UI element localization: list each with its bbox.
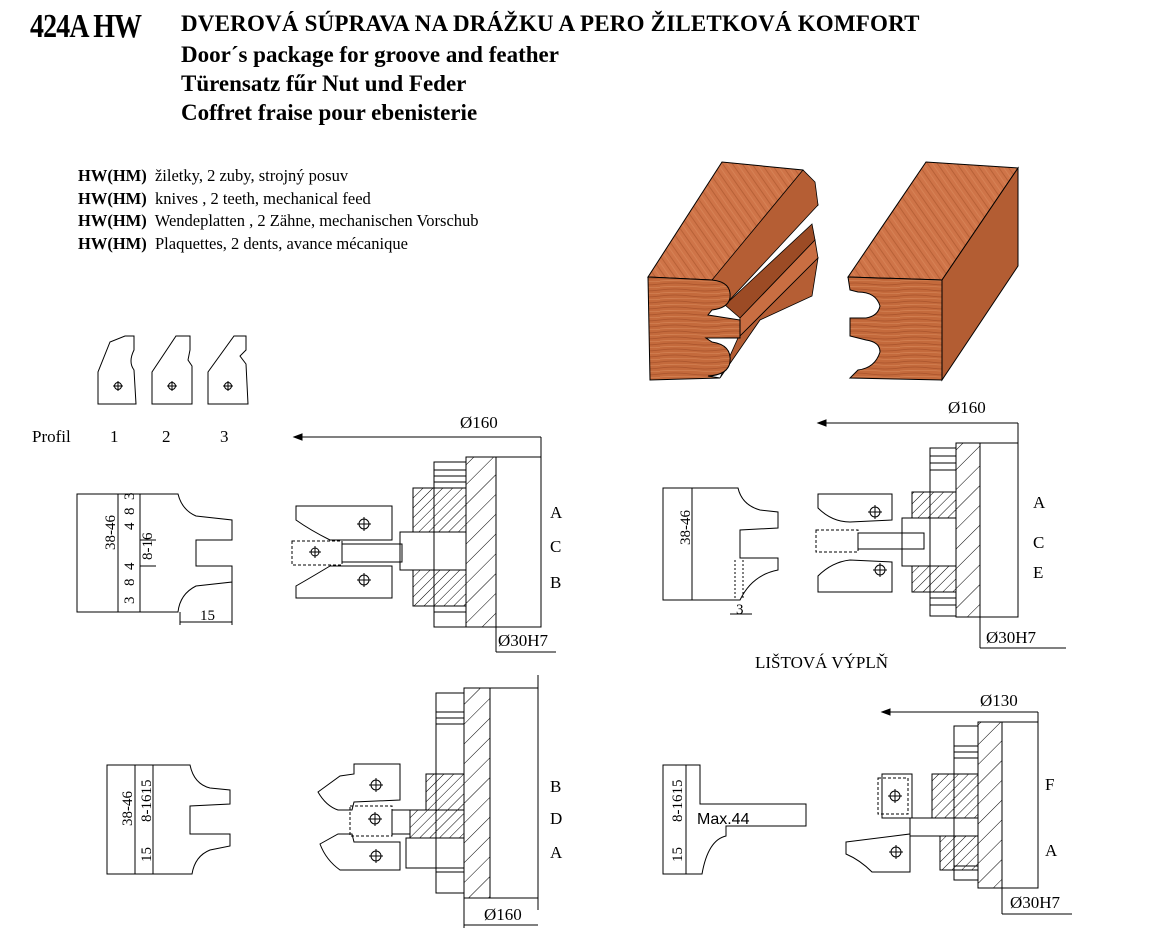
profile-label: Profil	[32, 427, 71, 446]
description-line-sk: HW(HM) žiletky, 2 zuby, strojný posuv	[78, 166, 349, 185]
d1-dim-4: 8-16	[140, 532, 156, 560]
d2-letter-a: A	[1033, 493, 1046, 512]
wood-block-feather	[847, 161, 1019, 382]
d1-dim-height: 38-46	[103, 515, 119, 550]
d1-dim-width: 15	[200, 608, 215, 624]
d4-dim-1: 8-1615	[670, 780, 686, 823]
diagram-2	[662, 419, 1066, 649]
d1-dim-6: 4	[122, 562, 138, 570]
description-line-fr: HW(HM) Plaquettes, 2 dents, avance mécan…	[78, 233, 408, 253]
d1-diameter-label: Ø160	[460, 413, 498, 432]
d3-dim-1: 8-1615	[139, 780, 155, 823]
product-code: 424A HW	[30, 8, 142, 45]
d1-letter-b: B	[550, 573, 561, 592]
d2-dim-bottom: 3	[736, 602, 744, 618]
d2-letter-c: C	[1033, 533, 1044, 552]
d1-dim-1: 4	[122, 522, 138, 530]
d2-bore-label: Ø30H7	[986, 628, 1037, 647]
description-line-de: HW(HM) Wendeplatten , 2 Zähne, mechanisc…	[78, 211, 479, 230]
profile-1-icon	[97, 335, 137, 405]
description-line-en: HW(HM) knives , 2 teeth, mechanical feed	[78, 188, 371, 208]
d4-letter-f: F	[1045, 775, 1054, 794]
d4-dim-2: 15	[670, 847, 686, 862]
d4-bore-label: Ø30H7	[1010, 893, 1061, 912]
diagram-4	[662, 708, 1072, 915]
title-french: Coffret fraise pour ebenisterie	[181, 100, 478, 125]
profile-number-1: 1	[110, 427, 119, 446]
description-block: HW(HM) žiletky, 2 zuby, strojný posuv HW…	[78, 165, 498, 255]
d2-letter-e: E	[1033, 563, 1043, 582]
d3-letter-a: A	[550, 843, 563, 862]
d3-letter-d: D	[550, 809, 562, 828]
d2-dim-height: 38-46	[678, 510, 694, 545]
d1-letter-a: A	[550, 503, 563, 522]
d1-dim-3: 3	[122, 493, 138, 501]
profile-number-3: 3	[220, 427, 229, 446]
diagram-3	[106, 675, 539, 928]
d2-caption: LIŠTOVÁ VÝPLŇ	[755, 653, 888, 672]
d1-dim-7: 3	[122, 597, 138, 605]
title-slovak: DVEROVÁ SÚPRAVA NA DRÁŽKU A PERO ŽILETKO…	[181, 11, 920, 36]
d2-diameter-label: Ø160	[948, 398, 986, 417]
profile-number-2: 2	[162, 427, 171, 446]
d1-bore-label: Ø30H7	[498, 631, 549, 650]
d3-dim-height: 38-46	[120, 791, 136, 826]
d1-dim-2: 8	[122, 508, 138, 516]
d4-max-label: Max.44	[697, 811, 750, 828]
d1-dim-5: 8	[122, 579, 138, 587]
title-english: Door´s package for groove and feather	[181, 42, 559, 67]
d1-letter-c: C	[550, 537, 561, 556]
title-german: Türensatz fűr Nut und Feder	[181, 71, 467, 96]
d3-diameter-label: Ø160	[484, 905, 522, 924]
profile-2-icon	[151, 335, 193, 405]
d4-diameter-label: Ø130	[980, 691, 1018, 710]
profile-3-icon	[207, 335, 249, 405]
d3-letter-b: B	[550, 777, 561, 796]
wood-block-groove	[647, 161, 819, 381]
diagram-1	[76, 433, 556, 653]
d4-letter-a: A	[1045, 841, 1058, 860]
d3-dim-2: 15	[139, 847, 155, 862]
